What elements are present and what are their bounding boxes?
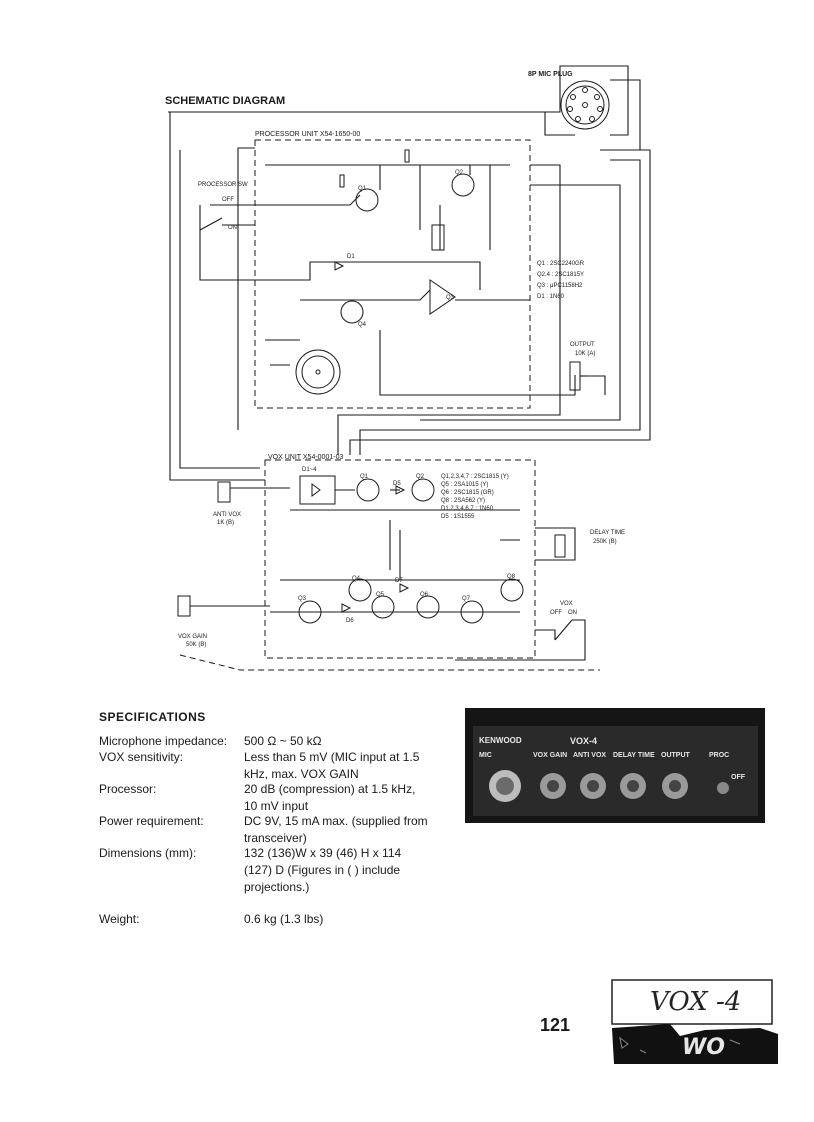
vox-q8-label: Q8 bbox=[507, 574, 516, 580]
vox-part-0: Q1,2,3,4,7 : 2SC1815 (Y) bbox=[441, 474, 509, 480]
sw-off-label: OFF bbox=[222, 197, 234, 203]
spec-value: 500 Ω ~ 50 kΩ bbox=[244, 734, 322, 748]
proc-part-3: D1 : 1N60 bbox=[537, 294, 565, 300]
processor-unit-label: PROCESSOR UNIT X54-1650-00 bbox=[255, 131, 360, 138]
vox-q5-label: Q5 bbox=[376, 592, 385, 598]
proc-part-2: Q3 : μPC1158H2 bbox=[537, 283, 583, 289]
stamp-graphic: VOX -4 WO bbox=[611, 979, 778, 1064]
spec-value: 0.6 kg (1.3 lbs) bbox=[244, 912, 324, 926]
panel-label-mic: MIC bbox=[479, 752, 492, 759]
mic-plug: 8P MIC PLUG bbox=[528, 65, 641, 150]
panel-label-output: OUTPUT bbox=[661, 752, 690, 759]
proc-part-1: Q2,4 : 2SC1815Y bbox=[537, 272, 584, 278]
page-number: 121 bbox=[540, 1015, 571, 1035]
vox-switch-label: VOX bbox=[560, 601, 573, 607]
mic-plug-label: 8P MIC PLUG bbox=[528, 71, 573, 78]
panel-label-proc: PROC bbox=[709, 752, 730, 759]
schematic-diagram: SCHEMATIC DIAGRAM 8P MIC PLUG PROCESSOR … bbox=[165, 65, 651, 671]
spec-label: Weight: bbox=[99, 912, 140, 926]
schematic-title: SCHEMATIC DIAGRAM bbox=[165, 95, 285, 107]
spec-label: Power requirement: bbox=[99, 814, 204, 828]
vox-q2-label: Q2 bbox=[416, 474, 425, 480]
vox-d5-label: D5 bbox=[393, 481, 401, 487]
specifications-title: SPECIFICATIONS bbox=[99, 710, 206, 724]
vox-d7-label: D7 bbox=[395, 578, 403, 584]
vox-q1-label: Q1 bbox=[360, 474, 369, 480]
delay-time-label: DELAY TIME bbox=[590, 530, 625, 536]
panel-label-anti-vox: ANTI VOX bbox=[573, 752, 607, 759]
processor-switch: PROCESSOR SW OFF ON bbox=[198, 182, 265, 281]
proc-q1-label: Q1 bbox=[358, 186, 367, 192]
panel-label-vox-gain: VOX GAIN bbox=[533, 752, 568, 759]
processor-circuit: Q1 Q2 Q4 Q3 D1 bbox=[255, 149, 530, 396]
vox-part-2: Q6 : 2SC1815 (GR) bbox=[441, 490, 494, 496]
spec-label: Microphone impedance: bbox=[99, 734, 228, 748]
output-pot: OUTPUT 10K (A) bbox=[569, 342, 606, 395]
spec-value: DC 9V, 15 mA max. (supplied from transce… bbox=[244, 814, 428, 845]
processor-sw-label: PROCESSOR SW bbox=[198, 182, 248, 188]
vox-switch-off: OFF bbox=[550, 610, 562, 616]
anti-vox-label: ANTI VOX bbox=[213, 512, 241, 518]
vox-q7-label: Q7 bbox=[462, 596, 471, 602]
model-name: VOX-4 bbox=[570, 736, 598, 746]
vox-part-5: D5 : 1S1555 bbox=[441, 514, 475, 520]
vox-q3-label: Q3 bbox=[298, 596, 307, 602]
svg-text:WO: WO bbox=[682, 1035, 725, 1060]
proc-q3-label: Q3 bbox=[446, 295, 455, 301]
delay-time-value: 250K (B) bbox=[593, 539, 617, 545]
processor-parts-list: Q1 : 2SC2240GR Q2,4 : 2SC1815Y Q3 : μPC1… bbox=[537, 261, 585, 300]
spec-value: 132 (136)W x 39 (46) H x 114 (127) D (Fi… bbox=[244, 846, 402, 894]
vox-q6-label: Q6 bbox=[420, 592, 429, 598]
spec-value: Less than 5 mV (MIC input at 1.5 kHz, ma… bbox=[244, 750, 420, 781]
vox-switch: VOX OFF ON bbox=[455, 601, 586, 661]
proc-part-0: Q1 : 2SC2240GR bbox=[537, 261, 585, 267]
product-photo-graphic bbox=[465, 708, 765, 823]
delay-time-pot: DELAY TIME 250K (B) bbox=[535, 527, 625, 561]
proc-d1-label: D1 bbox=[347, 254, 355, 260]
vox-switch-on: ON bbox=[568, 610, 577, 616]
d14-label: D1~4 bbox=[302, 467, 317, 473]
vox-circuit: D1~4 Q1 Q2 D5 Q3 Q4 Q5 Q6 Q7 Q8 D6 D7 bbox=[270, 467, 524, 624]
brand-logo: KENWOOD bbox=[479, 736, 522, 745]
proc-q2-label: Q2 bbox=[455, 170, 464, 176]
spec-label: Processor: bbox=[99, 782, 157, 796]
product-photo: KENWOOD VOX-4 MIC VOX GAIN ANTI VOX DELA… bbox=[465, 708, 765, 823]
vox-4-stamp: VOX -4 WO bbox=[610, 978, 782, 1066]
panel-label-off: OFF bbox=[731, 774, 745, 781]
svg-text:VOX -4: VOX -4 bbox=[650, 987, 741, 1017]
sw-on-label: ON bbox=[228, 225, 237, 231]
vox-q4-label: Q4 bbox=[352, 576, 361, 582]
anti-vox-pot: ANTI VOX 1K (B) bbox=[213, 481, 290, 526]
spec-label: Dimensions (mm): bbox=[99, 846, 197, 860]
output-label: OUTPUT bbox=[570, 342, 595, 348]
vox-part-1: Q5 : 2SA1015 (Y) bbox=[441, 482, 488, 488]
anti-vox-value: 1K (B) bbox=[217, 520, 234, 526]
vox-gain-label: VOX GAIN bbox=[178, 634, 207, 640]
vox-unit-boundary bbox=[264, 459, 536, 659]
vox-part-3: Q8 : 2SA562 (Y) bbox=[441, 498, 485, 504]
spec-value: 20 dB (compression) at 1.5 kHz, 10 mV in… bbox=[244, 782, 416, 813]
spec-label: VOX sensitivity: bbox=[99, 750, 184, 764]
processor-unit-boundary bbox=[254, 139, 531, 409]
vox-part-4: D1,2,3,4,6,7 : 1N60 bbox=[441, 506, 494, 512]
vox-gain-pot: VOX GAIN 50K (B) bbox=[177, 595, 270, 648]
vox-d6-label: D6 bbox=[346, 618, 354, 624]
vox-parts-list: Q1,2,3,4,7 : 2SC1815 (Y) Q5 : 2SA1015 (Y… bbox=[441, 474, 509, 520]
proc-q4-label: Q4 bbox=[358, 322, 367, 328]
vox-gain-value: 50K (B) bbox=[186, 642, 206, 648]
vox-unit-label: VOX UNIT X54-0001-03 bbox=[268, 454, 343, 461]
output-value: 10K (A) bbox=[575, 351, 595, 357]
panel-label-delay-time: DELAY TIME bbox=[613, 752, 655, 759]
